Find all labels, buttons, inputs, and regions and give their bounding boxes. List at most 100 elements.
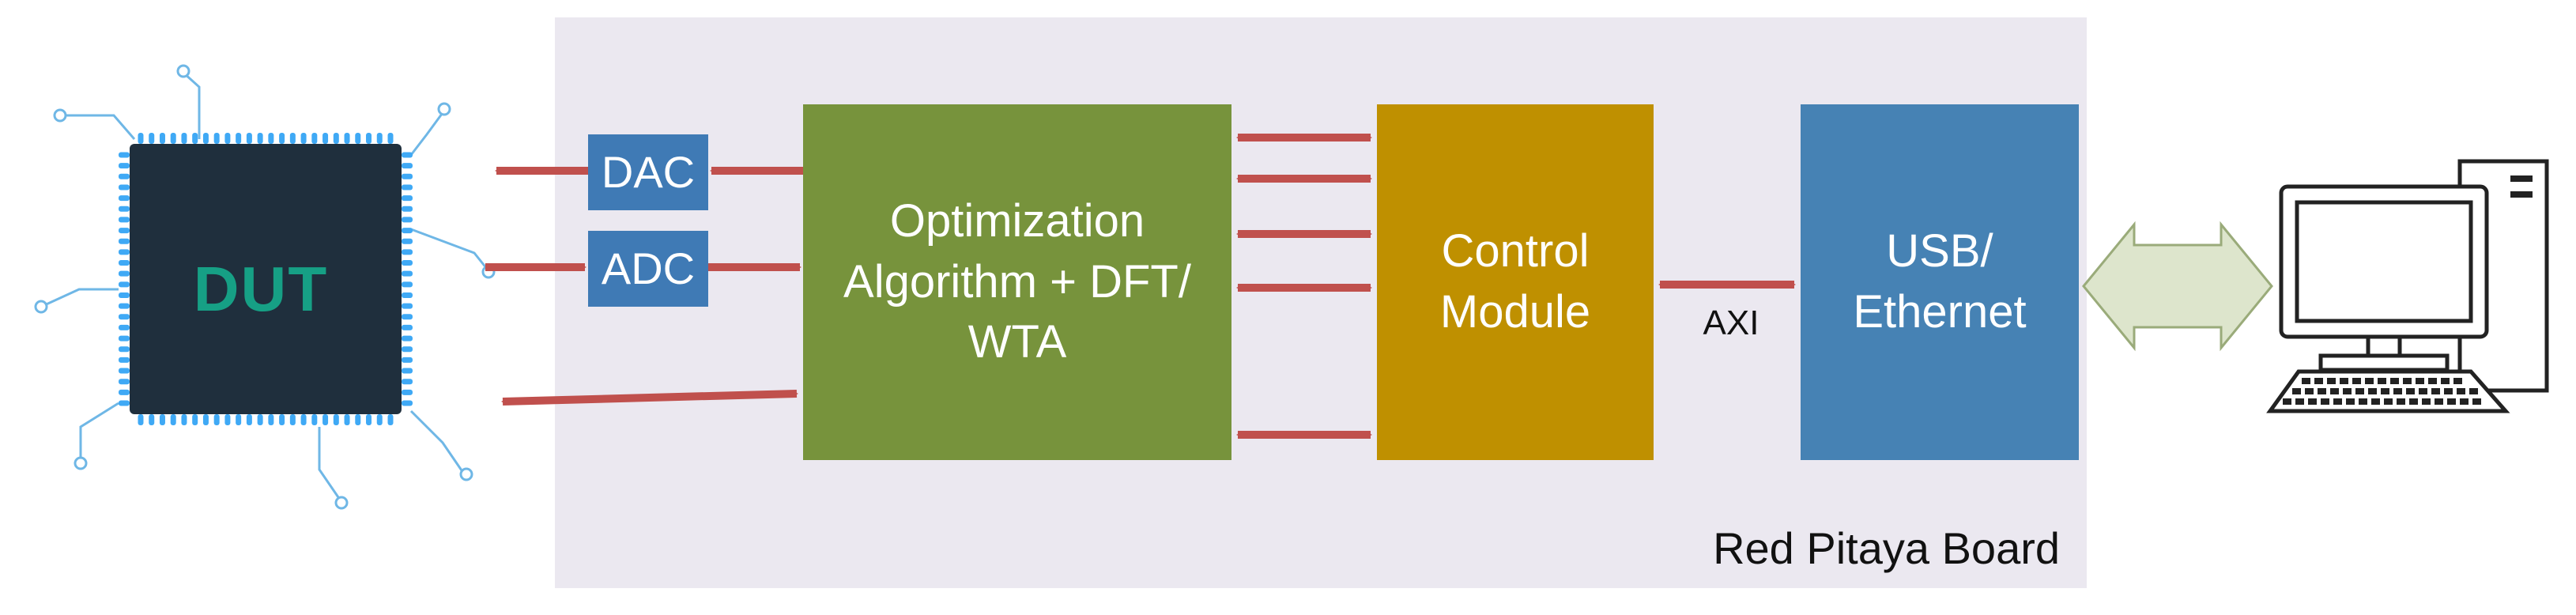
chip-body	[130, 144, 402, 414]
chip-pin	[149, 133, 155, 144]
chip-pin	[119, 346, 130, 353]
chip-pin	[213, 414, 220, 425]
keyboard-key	[2346, 398, 2355, 405]
trace-node	[437, 102, 451, 116]
chip-pin	[119, 270, 130, 277]
chip-pin	[402, 303, 413, 309]
chip-pin	[344, 133, 350, 144]
trace-node	[53, 108, 67, 123]
chip-pin	[213, 133, 220, 144]
keyboard-key	[2457, 388, 2465, 394]
keyboard-key	[2340, 378, 2348, 384]
trace-line	[182, 71, 201, 139]
chip-pin	[268, 133, 274, 144]
keyboard-key	[2435, 398, 2443, 405]
usb-label-line-2: Ethernet	[1853, 286, 2027, 338]
keyboard-key	[2292, 388, 2301, 394]
keyboard-key	[2330, 388, 2339, 394]
chip-pin	[181, 133, 187, 144]
chip-pin	[224, 414, 231, 425]
trace-node	[459, 467, 473, 481]
keyboard-key	[2428, 378, 2437, 384]
keyboard-key	[2327, 378, 2336, 384]
chip-pin	[159, 414, 165, 425]
chip-pin	[344, 414, 350, 425]
keyboard-key	[2422, 398, 2431, 405]
chip-pin	[402, 152, 413, 158]
chip-pin	[300, 414, 307, 425]
control-module-block: Control Module	[1377, 104, 1654, 460]
chip-pin	[300, 133, 307, 144]
chip-pin	[402, 324, 413, 330]
keyboard-key	[2343, 388, 2352, 394]
keyboard-key	[2378, 378, 2386, 384]
chip-pin	[119, 400, 130, 406]
adc-block: ADC	[588, 231, 708, 307]
chip-pin	[387, 133, 394, 144]
chip-pin	[387, 414, 394, 425]
keyboard-key	[2472, 398, 2481, 405]
keyboard-key	[2416, 378, 2424, 384]
chip-pin	[181, 414, 187, 425]
chip-pin	[246, 133, 252, 144]
chip-pin	[289, 133, 296, 144]
usb-label-line-1: USB/	[1886, 225, 1993, 277]
chip-pin	[402, 228, 413, 234]
chip-icon	[34, 64, 496, 510]
board-label: Red Pitaya Board	[1713, 523, 2060, 573]
chip-pin	[355, 414, 361, 425]
chip-pin	[119, 368, 130, 374]
chip-pin	[246, 414, 252, 425]
chip-pin	[138, 414, 144, 425]
chip-pin	[257, 414, 263, 425]
signal-arrows	[485, 134, 1796, 439]
keyboard-key	[2318, 388, 2326, 394]
chip-pin	[119, 152, 130, 158]
arrow-dut-opt-bidirectional	[501, 390, 798, 406]
chip-pin	[322, 133, 329, 144]
keyboard-key	[2365, 378, 2374, 384]
trace-line	[318, 427, 341, 500]
keyboard-key	[2409, 398, 2418, 405]
chip-pin	[202, 414, 209, 425]
optimization-label-line-3: WTA	[967, 316, 1067, 368]
chip-pin	[402, 270, 413, 277]
keyboard-key	[2321, 398, 2329, 405]
keyboard-key	[2302, 378, 2310, 384]
control-label-line-2: Module	[1439, 286, 1591, 338]
chip-pin	[333, 133, 339, 144]
keyboard-key	[2419, 388, 2427, 394]
chip-pin	[402, 357, 413, 363]
chip-pin	[333, 414, 339, 425]
chip-pin	[402, 292, 413, 298]
dac-block: DAC	[588, 134, 708, 210]
chip-pins	[119, 133, 413, 425]
trace-node	[334, 496, 349, 510]
chip-pin	[311, 414, 318, 425]
chip-pin	[402, 217, 413, 223]
chip-pin	[402, 206, 413, 212]
chip-pin	[119, 389, 130, 395]
chip-pin	[170, 133, 176, 144]
keyboard-key	[2441, 378, 2450, 384]
chip-pin	[119, 217, 130, 223]
trace-line	[409, 409, 465, 474]
trace-node	[176, 64, 190, 78]
chip-pin	[376, 414, 383, 425]
keyboard-key	[2359, 398, 2367, 405]
chip-pin	[402, 335, 413, 341]
chip-pin	[376, 133, 383, 144]
chip-pin	[402, 379, 413, 385]
optimization-label-line-1: Optimization	[889, 195, 1145, 247]
chip-pin	[149, 414, 155, 425]
chip-pin	[119, 206, 130, 212]
chip-pin	[402, 400, 413, 406]
chip-pin	[402, 260, 413, 266]
chip-pin	[159, 133, 165, 144]
trace-line	[410, 228, 488, 270]
chip-pin	[119, 324, 130, 330]
optimization-label-line-2: Algorithm + DFT/	[843, 255, 1191, 308]
stand-base	[2318, 353, 2450, 372]
stand	[2366, 334, 2402, 358]
chip-pin	[257, 133, 263, 144]
